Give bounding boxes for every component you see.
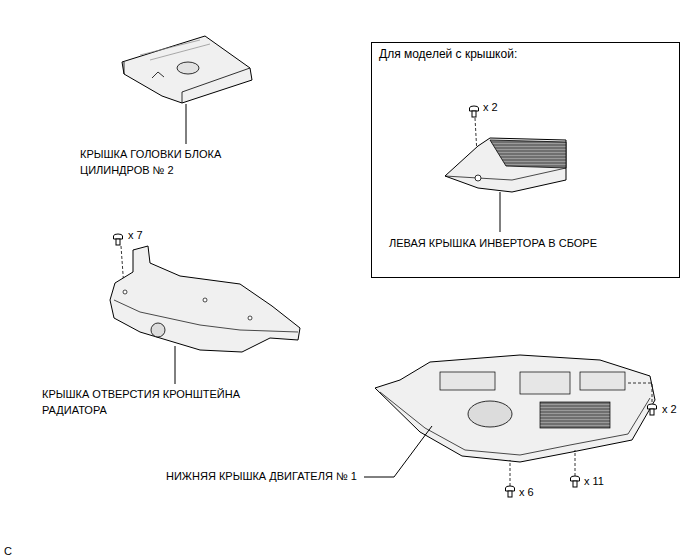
part-name: ЛЕВАЯ КРЫШКА ИНВЕРТОРА В СБОРЕ bbox=[389, 236, 597, 252]
quantity-mark: x 2 bbox=[662, 402, 677, 418]
cylinder-head-cover bbox=[122, 36, 252, 144]
quantity-mark: x 2 bbox=[483, 100, 498, 116]
box-heading: Для моделей с крышкой: bbox=[372, 43, 679, 65]
radiator-support-cover bbox=[110, 234, 300, 384]
figure-code: C bbox=[4, 544, 12, 560]
inverter-cover bbox=[445, 106, 566, 232]
quantity-mark: x 11 bbox=[584, 474, 604, 490]
part-name: КРЫШКА ГОЛОВКИ БЛОКА ЦИЛИНДРОВ № 2 bbox=[80, 147, 250, 179]
engine-under-cover bbox=[364, 355, 657, 497]
part-name: КРЫШКА ОТВЕРСТИЯ КРОНШТЕЙНА РАДИАТОРА bbox=[42, 387, 257, 419]
quantity-mark: x 6 bbox=[519, 485, 534, 501]
quantity-mark: x 7 bbox=[128, 228, 143, 244]
part-name: НИЖНЯЯ КРЫШКА ДВИГАТЕЛЯ № 1 bbox=[166, 469, 357, 485]
